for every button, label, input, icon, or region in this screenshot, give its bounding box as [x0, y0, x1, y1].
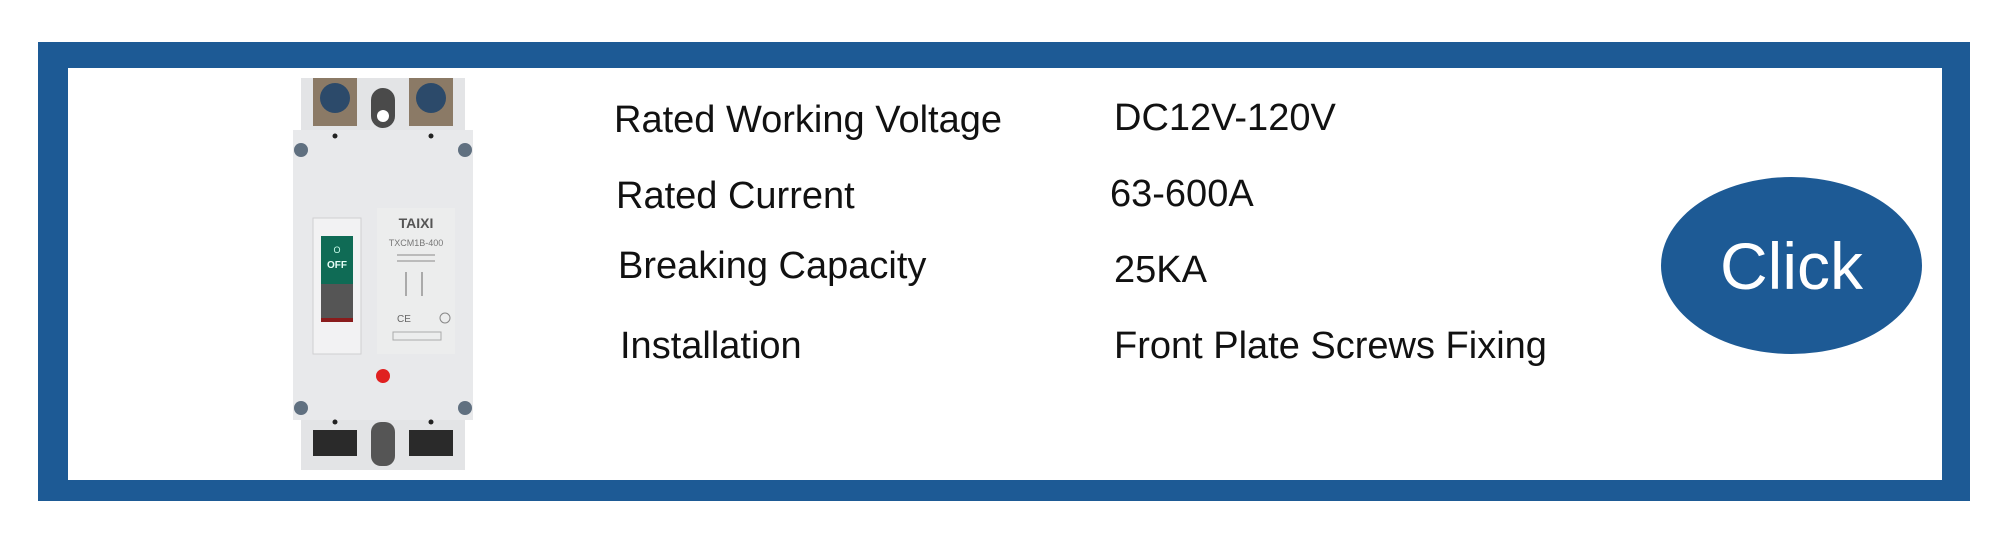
banner-frame: O OFF TAIXI TXCM1B-400 CE Rated Working	[38, 42, 1970, 501]
spec-label-voltage: Rated Working Voltage	[614, 99, 1002, 141]
circuit-breaker-image: O OFF TAIXI TXCM1B-400 CE	[293, 78, 473, 470]
svg-text:OFF: OFF	[327, 260, 347, 271]
spec-label-current: Rated Current	[616, 175, 855, 217]
svg-text:TAIXI: TAIXI	[399, 215, 434, 231]
banner-panel: O OFF TAIXI TXCM1B-400 CE Rated Working	[68, 68, 1942, 480]
spec-value-installation: Front Plate Screws Fixing	[1114, 325, 1547, 367]
svg-text:CE: CE	[397, 314, 411, 325]
spec-label-breaking: Breaking Capacity	[618, 245, 927, 287]
spec-label-installation: Installation	[620, 325, 802, 367]
spec-value-current: 63-600A	[1110, 173, 1254, 215]
spec-value-voltage: DC12V-120V	[1114, 97, 1336, 139]
svg-text:O: O	[333, 245, 340, 255]
spec-value-breaking: 25KA	[1114, 249, 1207, 291]
click-button[interactable]: Click	[1661, 177, 1922, 354]
svg-text:TXCM1B-400: TXCM1B-400	[389, 238, 444, 248]
